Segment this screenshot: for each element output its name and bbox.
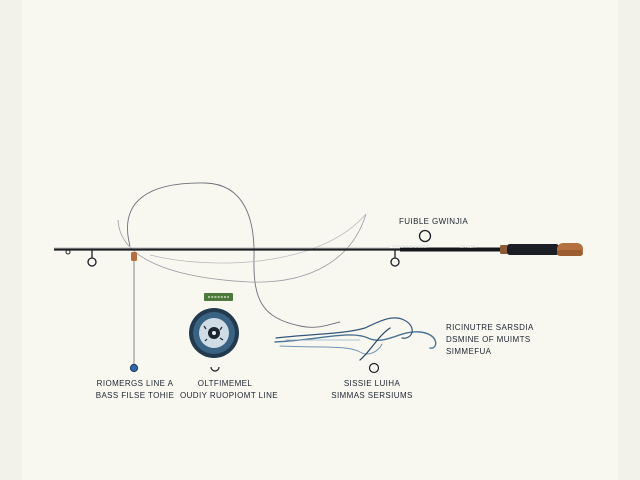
rod-winding [500,245,508,254]
rod-marking-short: SR SZR [460,244,476,249]
label-left-line-1: RIOMERGS LINE A [96,379,174,388]
label-top-right: FUIBLE GWINJIA [399,217,469,226]
bobber-icon [129,363,139,373]
label-bottom-right-1: SISSIE LUIHA [343,379,401,388]
label-right-upper-1: RICINUTRE SARSDIA [446,323,534,332]
diagram-panel [22,0,618,480]
reel-hook-icon [210,366,220,372]
rod-grip [507,244,559,255]
casting-line-arc [117,213,367,283]
line-rig-icon [274,317,437,361]
label-bottom-right-2: SIMMAS SERSIUMS [331,391,413,400]
ring-icon [418,229,432,243]
label-reel-1: OLTFIMEMEL [197,379,253,388]
label-left-line-2: BASS FILSE TOHIE [95,391,175,400]
label-reel-2: OUDIY RUOPIOMT LINE [180,391,278,400]
label-right-upper-3: SIMMEFUA [446,347,492,356]
line-guide-icon [87,250,97,267]
rod-marking: SRSSNNS SIESET [392,244,430,249]
line-guide-icon [390,250,400,267]
rod-tip-guide-icon [65,249,71,255]
ring-icon [368,362,380,374]
casting-line-loop [127,182,341,328]
casting-line-swoop [149,213,367,264]
rod-cork-shade [557,250,583,256]
fishing-reel-icon [189,308,239,358]
label-right-upper-2: DSMINE OF MUIMTS [446,335,531,344]
line-clip [131,252,137,261]
